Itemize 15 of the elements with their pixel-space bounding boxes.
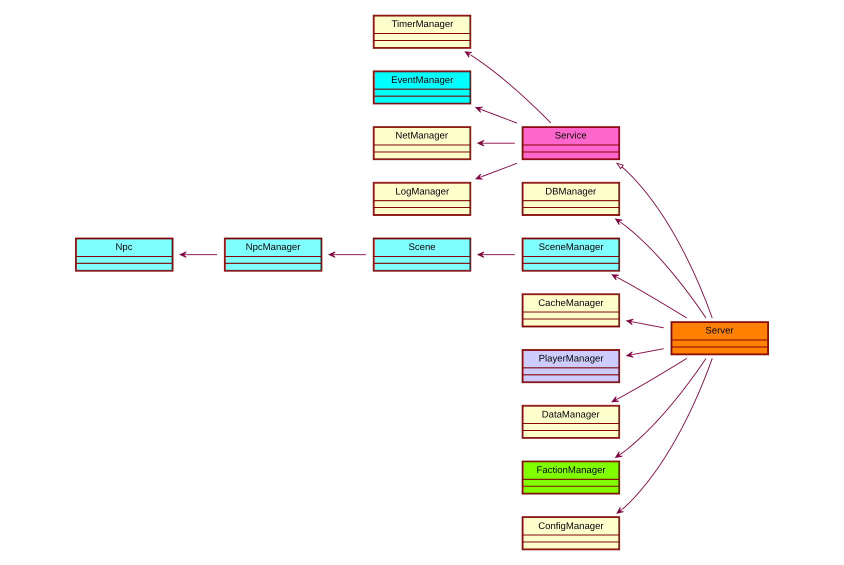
arrow <box>464 51 552 124</box>
arrow <box>626 318 664 328</box>
arrow <box>626 348 664 358</box>
arrow <box>180 251 218 258</box>
arrow <box>477 251 516 258</box>
arrow <box>616 162 713 318</box>
arrow <box>615 218 706 318</box>
arrow <box>477 140 516 146</box>
arrow <box>616 358 713 514</box>
arrow <box>612 274 688 318</box>
arrow <box>612 358 688 402</box>
arrow <box>615 358 706 458</box>
arrow <box>328 251 366 258</box>
arrow <box>475 162 518 180</box>
arrow <box>475 106 518 124</box>
